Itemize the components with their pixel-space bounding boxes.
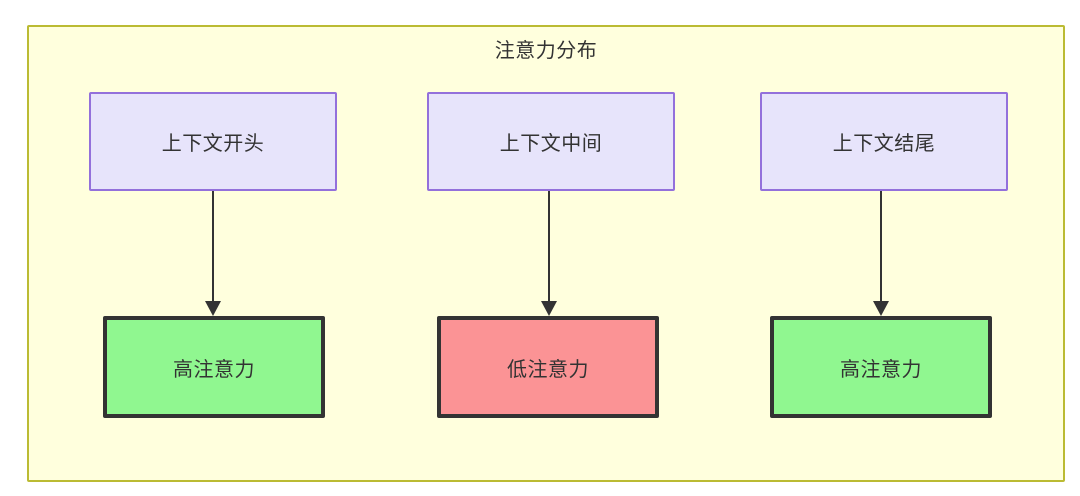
node-high-attention-end[interactable]: 高注意力 xyxy=(770,316,992,418)
diagram-title: 注意力分布 xyxy=(494,40,598,62)
node-label: 上下文中间 xyxy=(499,133,603,155)
node-label: 上下文开头 xyxy=(161,133,265,155)
node-context-end[interactable]: 上下文结尾 xyxy=(760,92,1008,191)
node-label: 低注意力 xyxy=(507,358,589,381)
node-label: 上下文结尾 xyxy=(832,133,936,155)
node-label: 高注意力 xyxy=(173,358,255,381)
node-low-attention-middle[interactable]: 低注意力 xyxy=(437,316,659,418)
node-high-attention-start[interactable]: 高注意力 xyxy=(103,316,325,418)
node-context-middle[interactable]: 上下文中间 xyxy=(427,92,675,191)
node-context-start[interactable]: 上下文开头 xyxy=(89,92,337,191)
node-label: 高注意力 xyxy=(840,358,922,381)
